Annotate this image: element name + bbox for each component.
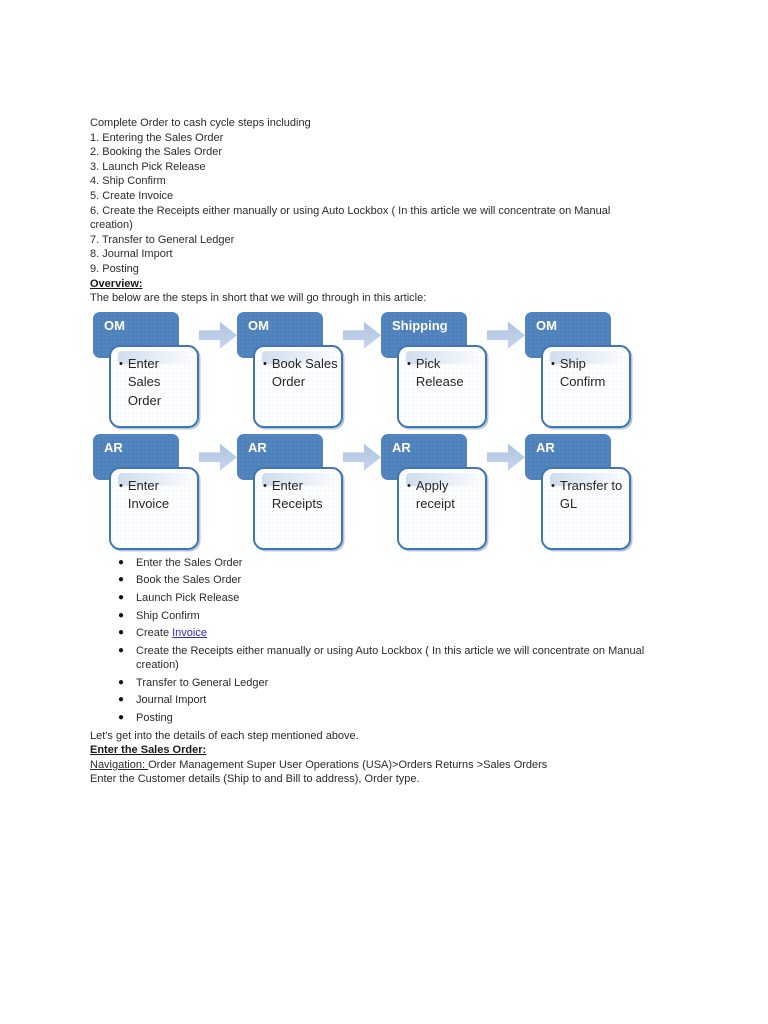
overview-heading: Overview: [90,277,143,290]
step-card: • Transfer to GL [541,466,631,550]
lets-get-line: Let's get into the details of each step … [90,729,359,742]
step-label: Apply receipt [415,477,455,512]
step-card: • Ship Confirm [541,344,631,428]
step-tag: OM [93,311,179,358]
bullet-dot-icon: ● [118,591,125,603]
list-item: ●Transfer to General Ledger [118,676,269,689]
bullet-dot-icon: ● [118,627,125,639]
flow-row-1: OM • Enter Sales Order OM • Book Sales Ord… [93,311,748,428]
bullet-dot-icon: ● [118,644,125,656]
flow-arrow-icon [343,443,381,471]
step-card: • Pick Release [397,344,487,428]
numbered-step: 2. Booking the Sales Order [90,146,223,159]
flow-arrow-icon [487,443,525,471]
numbered-step: 4. Ship Confirm [90,175,166,188]
step-card: • Apply receipt [397,466,487,550]
list-item: ●Posting [118,712,173,725]
step-label: Pick Release [415,355,464,390]
navigation-line: Navigation: Order Management Super User … [90,758,748,773]
list-item: ●Ship Confirm [118,609,200,622]
flow-step-apply-receipt: AR •Apply receipt [381,433,487,550]
flow-step-book-sales-order: OM •Book Sales Order [237,311,343,428]
bullet-dot-icon: • [551,357,555,370]
bullet-dot-icon: • [407,479,411,492]
list-item: ●Book the Sales Order [118,574,242,587]
numbered-step: 6. Create the Receipts either manually o… [90,204,611,232]
bullet-dot-icon: • [551,479,555,492]
flow-row-2: AR •Enter Invoice AR •Enter Receipts AR … [93,433,748,550]
flow-step-transfer-to-gl: AR •Transfer to GL [525,433,631,550]
list-item: ●Enter the Sales Order [118,556,243,569]
overview-subtitle: The below are the steps in short that we… [90,292,427,305]
numbered-step: 3. Launch Pick Release [90,160,206,173]
numbered-step: 7. Transfer to General Ledger [90,233,235,246]
list-item: ●Launch Pick Release [118,591,240,604]
bullet-dot-icon: ● [118,694,125,706]
bullet-dot-icon: ● [118,556,125,568]
numbered-step: 9. Posting [90,262,139,275]
bullet-dot-icon: • [263,479,267,492]
flow-arrow-icon [343,321,381,349]
section-heading-enter-sales-order: Enter the Sales Order: [90,744,207,757]
bullet-dot-icon: ● [118,609,125,621]
invoice-link[interactable]: Invoice [172,627,207,640]
bullet-dot-icon: • [119,479,123,492]
bullet-dot-icon: • [407,357,411,370]
step-card: • Enter Sales Order [109,344,199,428]
customer-details-line: Enter the Customer details (Ship to and … [90,773,420,786]
navigation-label: Navigation: [90,758,149,771]
step-card: • Book Sales Order [253,344,343,428]
bullet-dot-icon: • [263,357,267,370]
bullet-dot-icon: ● [118,676,125,688]
step-label: Enter Sales Order [127,355,162,408]
list-item: ●Journal Import [118,694,207,707]
bullet-dot-icon: ● [118,574,125,586]
flow-step-pick-release: Shipping •Pick Release [381,311,487,428]
steps-bullet-list: ●Enter the Sales Order ●Book the Sales O… [90,556,748,726]
flow-step-enter-invoice: AR •Enter Invoice [93,433,199,550]
step-label: Transfer to GL [559,477,623,512]
step-label: Enter Receipts [271,477,323,512]
navigation-path: Order Management Super User Operations (… [148,758,548,771]
intro-lead: Complete Order to cash cycle steps inclu… [90,117,311,129]
flow-arrow-icon [199,321,237,349]
numbered-step: 1. Entering the Sales Order [90,131,224,144]
bullet-dot-icon: ● [118,712,125,724]
flow-diagram: OM • Enter Sales Order OM • Book Sales Ord… [93,311,748,550]
flow-step-enter-receipts: AR •Enter Receipts [237,433,343,550]
step-label: Enter Invoice [127,477,170,512]
document-page: Complete Order to cash cycle steps inclu… [90,117,748,786]
numbered-step: 8. Journal Import [90,248,173,261]
flow-arrow-icon [199,443,237,471]
list-item-text: Create [136,627,173,640]
bullet-dot-icon: • [119,357,123,370]
list-item-create-invoice: ● Create Invoice [118,626,748,641]
step-card: • Enter Invoice [109,466,199,550]
step-label: Ship Confirm [559,355,606,390]
flow-arrow-icon [487,321,525,349]
numbered-step: 5. Create Invoice [90,189,174,202]
flow-step-enter-sales-order: OM • Enter Sales Order [93,311,199,428]
step-label: Book Sales Order [271,355,338,390]
list-item: ●Create the Receipts either manually or … [118,644,645,672]
flow-step-ship-confirm: OM •Ship Confirm [525,311,631,428]
step-card: • Enter Receipts [253,466,343,550]
